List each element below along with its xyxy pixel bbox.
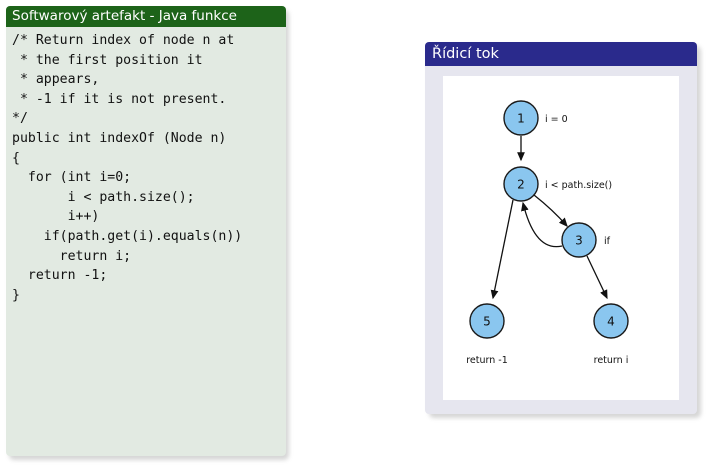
node-1-circle[interactable] bbox=[503, 100, 539, 136]
artifact-panel-title: Softwarový artefakt - Java funkce bbox=[6, 6, 286, 27]
control-flow-graph-canvas: 1 i = 0 2 i < path.size() 3 if bbox=[443, 76, 679, 400]
node-4-label: return i bbox=[594, 355, 629, 366]
node-4-circle[interactable] bbox=[593, 303, 629, 339]
java-code-block: /* Return index of node n at * the first… bbox=[12, 33, 243, 303]
artifact-panel: Softwarový artefakt - Java funkce /* Ret… bbox=[6, 6, 286, 456]
graph-edges bbox=[490, 136, 608, 300]
flow-panel-body: 1 i = 0 2 i < path.size() 3 if bbox=[425, 66, 697, 414]
graph-node-2[interactable]: 2 i < path.size() bbox=[503, 166, 612, 202]
node-5-label: return -1 bbox=[466, 355, 508, 366]
graph-node-5[interactable]: 5 return -1 bbox=[466, 303, 508, 366]
node-3-label: if bbox=[604, 236, 611, 247]
edge-2-to-5 bbox=[490, 199, 514, 300]
flow-panel-title: Řídicí tok bbox=[425, 42, 697, 66]
node-5-number: 5 bbox=[483, 315, 491, 329]
node-1-number: 1 bbox=[517, 112, 525, 126]
node-2-number: 2 bbox=[517, 178, 525, 192]
node-5-circle[interactable] bbox=[469, 303, 505, 339]
graph-node-1[interactable]: 1 i = 0 bbox=[503, 100, 568, 136]
control-flow-graph-svg: 1 i = 0 2 i < path.size() 3 if bbox=[466, 100, 629, 366]
artifact-panel-body: /* Return index of node n at * the first… bbox=[6, 27, 286, 456]
edge-2-to-3 bbox=[533, 194, 568, 227]
node-3-number: 3 bbox=[575, 234, 583, 248]
node-1-label: i = 0 bbox=[545, 114, 568, 125]
node-4-number: 4 bbox=[607, 315, 615, 329]
node-2-label: i < path.size() bbox=[545, 180, 612, 191]
edge-3-to-2-back bbox=[521, 201, 563, 248]
node-2-circle[interactable] bbox=[503, 166, 539, 202]
edge-3-to-4 bbox=[586, 255, 608, 300]
node-3-circle[interactable] bbox=[561, 222, 597, 258]
graph-node-3[interactable]: 3 if bbox=[561, 222, 611, 258]
graph-node-4[interactable]: 4 return i bbox=[593, 303, 629, 366]
flow-panel: Řídicí tok bbox=[425, 42, 697, 414]
